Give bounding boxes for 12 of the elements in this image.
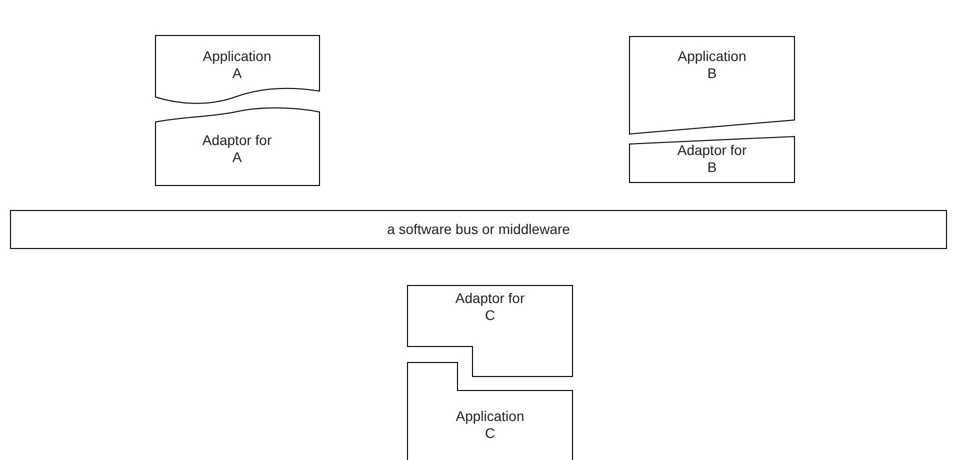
block-label: Application A [202, 48, 272, 82]
block-label: Adaptor for C [454, 290, 526, 324]
block-label: a software bus or middleware [386, 221, 571, 238]
block-label: Adaptor for B [676, 142, 748, 176]
application-block [155, 35, 320, 107]
application-block [407, 362, 573, 460]
bus-bar [10, 210, 947, 249]
block-label: Application C [454, 408, 526, 442]
adaptor-block [407, 285, 573, 377]
adaptor-block [155, 105, 320, 186]
block-label: Application B [676, 48, 748, 82]
block-label: Adaptor for A [201, 132, 273, 166]
